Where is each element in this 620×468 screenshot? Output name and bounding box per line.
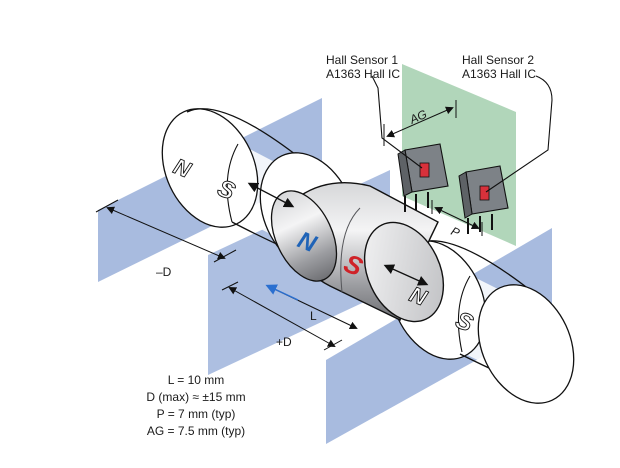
sensor-1-subtitle: A1363 Hall IC	[326, 67, 400, 81]
axis-arrow-left	[247, 182, 295, 208]
spec-line: P = 7 mm (typ)	[157, 407, 236, 421]
hall-element-2	[479, 185, 490, 201]
l-label: L	[310, 309, 317, 323]
sensor-2-leader	[485, 75, 553, 193]
plus-d-dimension-line	[228, 287, 336, 347]
hall-element-1	[419, 162, 430, 178]
l-start-arrow	[265, 284, 299, 301]
hall-sensor-1	[397, 143, 449, 212]
sensor-1-leader	[371, 75, 423, 169]
plus-d-label: +D	[276, 335, 292, 349]
axis-arrow-right	[383, 264, 429, 286]
minus-d-dimension-line	[106, 206, 226, 260]
sensor-2-subtitle: A1363 Hall IC	[462, 67, 536, 81]
minus-d-label: –D	[156, 265, 172, 279]
p-dimension-line	[434, 206, 480, 230]
spec-line: L = 10 mm	[168, 373, 225, 387]
p-label: P	[449, 224, 462, 240]
spec-line: D (max) ≈ ±15 mm	[146, 390, 245, 404]
spec-block: L = 10 mm D (max) ≈ ±15 mm P = 7 mm (typ…	[146, 373, 245, 438]
sensor-1-title: Hall Sensor 1	[326, 53, 398, 67]
ag-label: AG	[407, 107, 429, 127]
spec-line: AG = 7.5 mm (typ)	[147, 424, 245, 438]
ag-dimension-line	[386, 106, 454, 138]
sensor-2-title: Hall Sensor 2	[462, 53, 534, 67]
hall-sensor-2	[458, 165, 509, 234]
